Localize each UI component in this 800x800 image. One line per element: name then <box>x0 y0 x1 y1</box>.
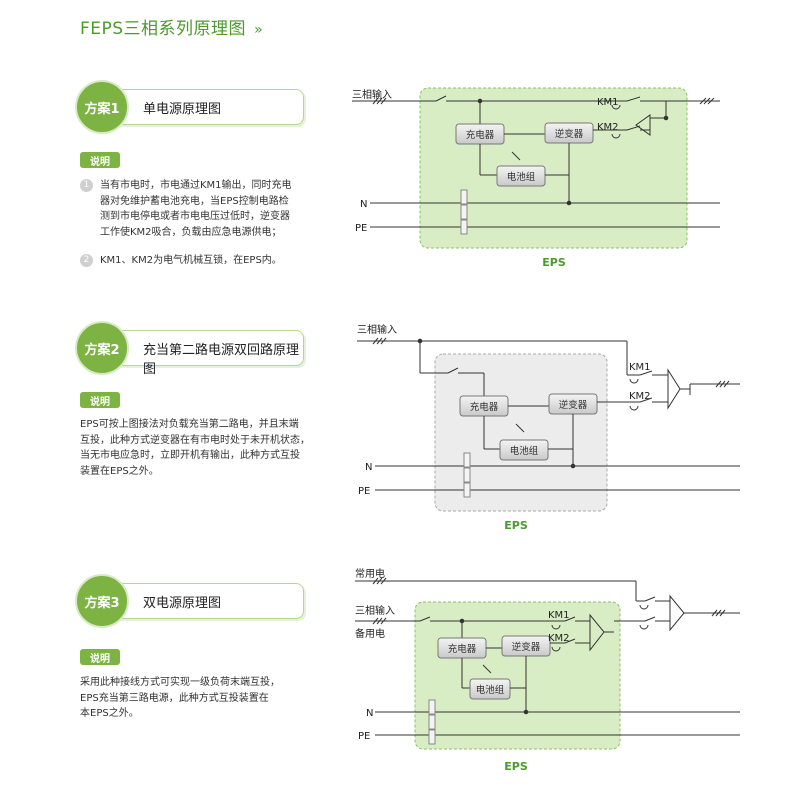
scheme-1-note-1-line: 当有市电时，市电通过KM1输出，同时充电 <box>100 180 292 191</box>
scheme-3-header: 双电源原理图 方案3 <box>75 574 305 628</box>
scheme-2-badge: 方案2 <box>75 321 129 375</box>
scheme-3-description: 采用此种接线方式可实现一级负荷末端互投， EPS充当第三路电源，此种方式互投装置… <box>80 675 330 722</box>
charger-label-2: 充电器 <box>470 401 499 413</box>
label-km2-2: KM2 <box>629 391 651 402</box>
scheme-1-note-1-line: 器对免维护蓄电池充电，当EPS控制电路检 <box>100 195 289 207</box>
label-n-2: N <box>365 462 372 473</box>
scheme-2-description-line: 当无市电应急时，立即开机有输出，此种方式互投 <box>80 450 300 461</box>
scheme-3-badge: 方案3 <box>75 574 129 628</box>
inverter-label-3: 逆变器 <box>512 641 541 653</box>
scheme-1-note-1-line: 测到市电停电或者市电电压过低时，逆变器 <box>100 211 290 222</box>
scheme-2-description: EPS可按上图接法对负载充当第二路电，并且末端 互投，此种方式逆变器在有市电时处… <box>80 417 330 479</box>
label-pe-3: PE <box>358 731 370 742</box>
scheme-2-description-line: 装置在EPS之外。 <box>80 465 159 477</box>
battery-box-2 <box>499 439 549 461</box>
label-km1-1: KM1 <box>597 97 619 108</box>
eps-enclosure-1 <box>419 87 688 249</box>
chevron-right-icon: » <box>254 22 264 38</box>
label-three-phase-input-1: 三相输入 <box>352 88 392 101</box>
scheme-1-note-label: 说明 <box>80 152 120 168</box>
label-km1-3: KM1 <box>548 610 570 621</box>
scheme-3-description-line: 采用此种接线方式可实现一级负荷末端互投， <box>80 677 280 688</box>
label-pe-2: PE <box>358 486 370 497</box>
diagram-3 <box>355 577 740 750</box>
scheme-3-description-line: EPS充当第三路电源，此种方式互投装置在 <box>80 692 269 704</box>
label-km2-3: KM2 <box>548 633 570 644</box>
page-title-text: FEPS三相系列原理图 <box>80 19 247 39</box>
battery-box-1 <box>496 165 546 187</box>
label-n-1: N <box>360 199 367 210</box>
eps-label-2: EPS <box>504 519 528 532</box>
scheme-3-description-line: 本EPS之外。 <box>80 708 139 719</box>
label-three-phase-input-2: 三相输入 <box>357 323 397 336</box>
scheme-1-note-1-line: 工作使KM2吸合，负载由应急电源供电； <box>100 226 282 238</box>
scheme-2-header: 充当第二路电源双回路原理图 方案2 <box>75 321 305 377</box>
charger-label-1: 充电器 <box>466 129 495 141</box>
diagram-1 <box>352 87 720 249</box>
scheme-2-title-bar: 充当第二路电源双回路原理图 <box>103 330 304 377</box>
scheme-1-note-2-line: KM1、KM2为电气机械互锁，在EPS内。 <box>100 255 282 266</box>
scheme-1-title-bar: 单电源原理图 <box>103 89 304 125</box>
inverter-label-1: 逆变器 <box>555 128 584 140</box>
eps-label-3: EPS <box>504 760 528 773</box>
label-km1-2: KM1 <box>629 362 651 373</box>
scheme-1-header: 单电源原理图 方案1 <box>75 80 305 134</box>
scheme-1-note-2: 2 KM1、KM2为电气机械互锁，在EPS内。 <box>80 253 320 271</box>
note-number-2: 2 <box>80 254 93 267</box>
page-title: FEPS三相系列原理图 » <box>80 14 263 39</box>
eps-enclosure-3 <box>414 601 621 750</box>
label-pe-1: PE <box>355 223 367 234</box>
scheme-2-note-label: 说明 <box>80 392 120 408</box>
scheme-1-badge: 方案1 <box>75 80 129 134</box>
scheme-2-title: 充当第二路电源双回路原理图 <box>143 343 300 377</box>
eps-label-1: EPS <box>542 256 566 269</box>
scheme-2-description-line: EPS可按上图接法对负载充当第二路电，并且末端 <box>80 419 299 430</box>
scheme-2-description-line: 互投，此种方式逆变器在有市电时处于未开机状态， <box>80 434 310 446</box>
battery-label-2: 电池组 <box>510 445 539 457</box>
battery-label-1: 电池组 <box>507 171 536 183</box>
diagram-2 <box>357 337 740 512</box>
eps-enclosure-2 <box>434 353 608 512</box>
battery-box-3 <box>469 678 511 700</box>
battery-label-3: 电池组 <box>476 684 505 696</box>
scheme-3-title-bar: 双电源原理图 <box>103 583 304 619</box>
note-number-1: 1 <box>80 179 93 192</box>
scheme-1-title: 单电源原理图 <box>143 102 222 117</box>
inverter-label-2: 逆变器 <box>559 399 588 411</box>
scheme-3-note-label: 说明 <box>80 649 120 665</box>
label-three-phase-input-3: 三相输入 <box>355 604 395 617</box>
scheme-1-note-1: 1 当有市电时，市电通过KM1输出，同时充电 器对免维护蓄电池充电，当EPS控制… <box>80 178 320 248</box>
label-n-3: N <box>366 708 373 719</box>
scheme-3-title: 双电源原理图 <box>143 596 222 611</box>
label-common-power: 常用电 <box>355 567 385 580</box>
label-backup-power: 备用电 <box>355 627 385 640</box>
charger-label-3: 充电器 <box>448 643 477 655</box>
label-km2-1: KM2 <box>597 122 619 133</box>
